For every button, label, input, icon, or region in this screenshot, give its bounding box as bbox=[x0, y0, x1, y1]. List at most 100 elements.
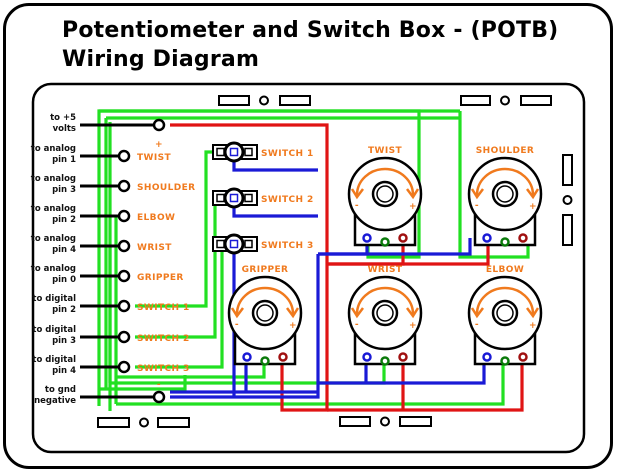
diagram-frame bbox=[3, 3, 613, 469]
connector-label-line1: to analog bbox=[31, 264, 76, 274]
rotation-arrow-icon bbox=[355, 286, 415, 315]
terminal-label-plus: + bbox=[155, 140, 163, 150]
connector-label-line1: to analog bbox=[31, 234, 76, 244]
connector-label-line1: to +5 bbox=[50, 113, 76, 123]
terminal-a1 bbox=[117, 149, 131, 163]
pot-pin-ground bbox=[362, 233, 372, 243]
connector-label-line1: to gnd bbox=[45, 385, 76, 395]
pot-minus-sign: - bbox=[355, 320, 359, 330]
pot-label: SHOULDER bbox=[476, 146, 534, 156]
terminal-gnd bbox=[152, 390, 166, 404]
wire-gnd-elbow bbox=[318, 365, 486, 385]
pot-shaft-inner bbox=[496, 185, 514, 203]
terminal-label-a2: ELBOW bbox=[137, 213, 175, 223]
connector-label-line2: pin 1 bbox=[52, 155, 76, 165]
mount-slot-top-right bbox=[460, 95, 552, 106]
terminal-vcc bbox=[152, 118, 166, 132]
arrowhead-left-icon bbox=[470, 307, 484, 319]
potentiometer bbox=[467, 156, 543, 247]
pot-pin-power bbox=[398, 352, 408, 362]
switch-pin-center bbox=[229, 193, 239, 203]
pot-minus-sign: - bbox=[355, 201, 359, 211]
pot-label: TWIST bbox=[368, 146, 402, 156]
pot-pin-ground bbox=[482, 352, 492, 362]
pot-shaft-inner bbox=[496, 304, 514, 322]
arrowhead-right-icon bbox=[526, 188, 540, 200]
rotation-arrow-icon bbox=[355, 167, 415, 196]
switch-pin-left bbox=[216, 193, 225, 203]
connector-label-line2: volts bbox=[53, 124, 76, 134]
pot-label: WRIST bbox=[368, 265, 403, 275]
terminal-label-a4: WRIST bbox=[137, 243, 172, 253]
arrowhead-left-icon bbox=[230, 307, 244, 319]
potentiometer bbox=[227, 275, 303, 366]
mount-slot-right bbox=[562, 154, 573, 246]
connector-label-line2: pin 2 bbox=[52, 305, 76, 315]
pot-pin-wiper bbox=[500, 237, 510, 247]
terminal-label-minus: - bbox=[157, 380, 161, 390]
terminal-d3 bbox=[117, 330, 131, 344]
pot-plus-sign: + bbox=[529, 321, 537, 331]
arrowhead-left-icon bbox=[470, 188, 484, 200]
terminal-a2 bbox=[117, 209, 131, 223]
arrowhead-right-icon bbox=[526, 307, 540, 319]
arrowhead-right-icon bbox=[406, 188, 420, 200]
potentiometer bbox=[467, 275, 543, 366]
pot-pin-power bbox=[278, 352, 288, 362]
connector-label-line2: pin 4 bbox=[52, 245, 76, 255]
pot-pin-power bbox=[398, 233, 408, 243]
pot-shaft-inner bbox=[376, 304, 394, 322]
mount-slot-bottom-right bbox=[339, 416, 432, 427]
wire-switch3-signal bbox=[135, 244, 224, 369]
pot-plus-sign: + bbox=[289, 321, 297, 331]
switch-pin-left bbox=[216, 147, 225, 157]
mount-slot-bottom-left bbox=[97, 417, 190, 428]
pot-pin-power bbox=[518, 352, 528, 362]
arrowhead-left-icon bbox=[350, 188, 364, 200]
terminal-a4 bbox=[117, 239, 131, 253]
wire-shoulder-signal bbox=[458, 111, 530, 259]
rotation-arrow-icon bbox=[475, 286, 535, 315]
switch-pin-right bbox=[244, 193, 253, 203]
potentiometer bbox=[347, 275, 423, 366]
pot-plus-sign: + bbox=[409, 321, 417, 331]
terminal-label-a1: TWIST bbox=[137, 153, 171, 163]
pot-pin-ground bbox=[362, 352, 372, 362]
switch-label: SWITCH 3 bbox=[261, 241, 314, 251]
pot-pin-wiper bbox=[260, 356, 270, 366]
connector-label-line1: to digital bbox=[32, 355, 76, 365]
title-line-2: Wiring Diagram bbox=[62, 47, 260, 72]
pot-plus-sign: + bbox=[409, 202, 417, 212]
pot-pin-wiper bbox=[380, 237, 390, 247]
mount-slot-top-left bbox=[218, 95, 311, 106]
pot-shaft-inner bbox=[376, 185, 394, 203]
switch-label: SWITCH 2 bbox=[261, 195, 314, 205]
arrowhead-right-icon bbox=[406, 307, 420, 319]
box-panel-outline bbox=[31, 82, 586, 454]
terminal-d4 bbox=[117, 360, 131, 374]
switch-label: SWITCH 1 bbox=[261, 149, 314, 159]
wire-gnd-main bbox=[170, 254, 320, 399]
connector-label-line2: negative bbox=[34, 396, 76, 406]
connector-label-line1: to analog bbox=[31, 174, 76, 184]
arrowhead-left-icon bbox=[350, 307, 364, 319]
wire-elbow-signal bbox=[116, 365, 505, 406]
switch-pin-center bbox=[229, 147, 239, 157]
pot-pin-wiper bbox=[500, 356, 510, 366]
rotation-arrow-icon bbox=[235, 286, 295, 315]
pot-minus-sign: - bbox=[475, 201, 479, 211]
terminal-d2 bbox=[117, 299, 131, 313]
pot-plus-sign: + bbox=[529, 202, 537, 212]
toggle-switch bbox=[212, 141, 258, 163]
pot-shaft-inner bbox=[256, 304, 274, 322]
pot-pin-ground bbox=[482, 233, 492, 243]
title-line-1: Potentiometer and Switch Box - (POTB) bbox=[62, 18, 559, 43]
arrowhead-right-icon bbox=[286, 307, 300, 319]
terminal-label-a3: SHOULDER bbox=[137, 183, 195, 193]
pot-pin-power bbox=[518, 233, 528, 243]
toggle-switch bbox=[212, 187, 258, 209]
connector-label-line2: pin 4 bbox=[52, 366, 76, 376]
switch-pin-center bbox=[229, 239, 239, 249]
pot-minus-sign: - bbox=[475, 320, 479, 330]
connector-label-line2: pin 0 bbox=[52, 275, 76, 285]
